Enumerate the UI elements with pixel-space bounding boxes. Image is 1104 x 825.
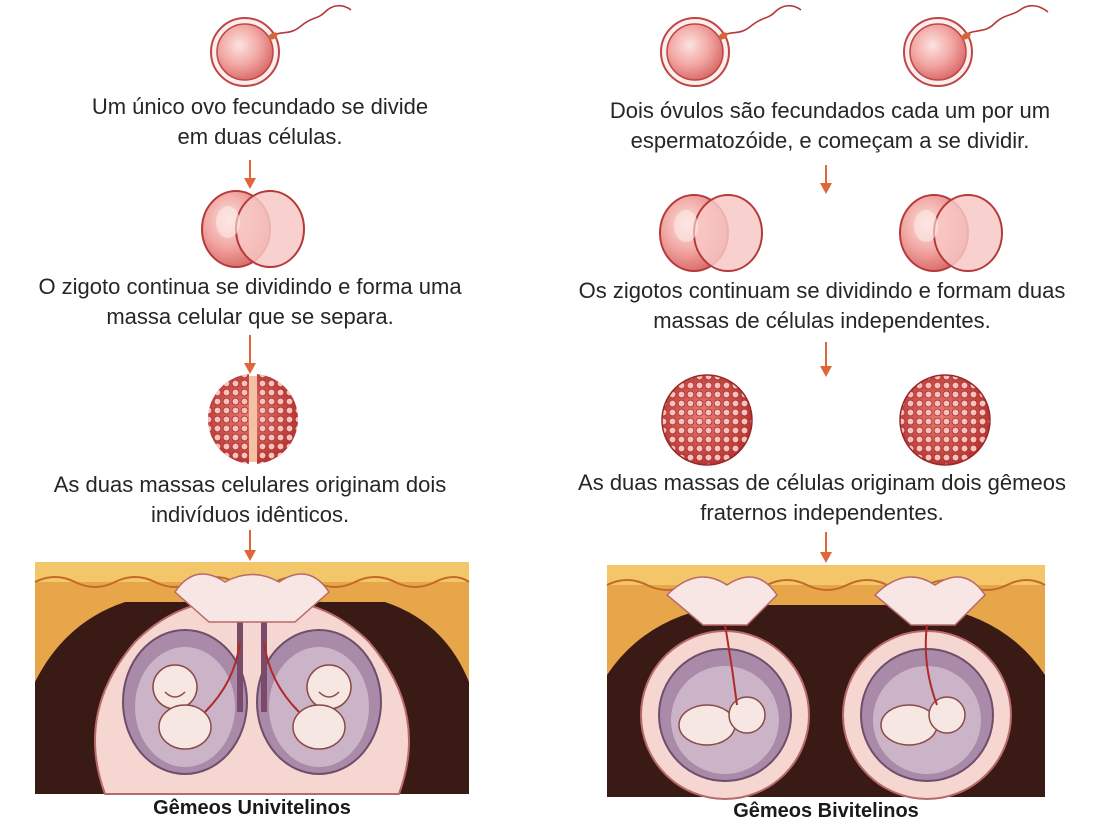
right-step3-caption: As duas massas de células originam dois … bbox=[540, 468, 1104, 528]
right-title: Gêmeos Bivitelinos bbox=[607, 800, 1045, 823]
fraternal-twins-uterus-illustration bbox=[607, 565, 1045, 797]
caption-line: fraternos independentes. bbox=[540, 498, 1104, 528]
down-arrow-icon bbox=[242, 530, 258, 562]
caption-line: As duas massas celulares originam dois bbox=[0, 470, 500, 500]
caption-line: Um único ovo fecundado se divide bbox=[40, 92, 480, 122]
right-step1-caption: Dois óvulos são fecundados cada um por u… bbox=[560, 96, 1100, 156]
two-cell-zygote-icon bbox=[656, 192, 766, 274]
fertilized-egg-icon bbox=[205, 0, 365, 90]
caption-line: massa celular que se separa. bbox=[0, 302, 500, 332]
down-arrow-icon bbox=[242, 335, 258, 375]
fertilized-egg-icon bbox=[655, 0, 815, 90]
left-title: Gêmeos Univitelinos bbox=[35, 797, 469, 820]
split-cell-mass-icon bbox=[204, 370, 302, 468]
cell-mass-icon bbox=[897, 372, 993, 468]
left-step1-caption: Um único ovo fecundado se divide em duas… bbox=[40, 92, 480, 152]
identical-twins-uterus-illustration bbox=[35, 562, 469, 794]
down-arrow-icon bbox=[818, 532, 834, 564]
fertilized-egg-icon bbox=[898, 0, 1058, 90]
caption-line: massas de células independentes. bbox=[540, 306, 1104, 336]
left-step2-caption: O zigoto continua se dividindo e forma u… bbox=[0, 272, 500, 332]
caption-line: em duas células. bbox=[40, 122, 480, 152]
caption-line: indivíduos idênticos. bbox=[0, 500, 500, 530]
right-step2-caption: Os zigotos continuam se dividindo e form… bbox=[540, 276, 1104, 336]
caption-line: Dois óvulos são fecundados cada um por u… bbox=[560, 96, 1100, 126]
caption-line: espermatozóide, e começam a se dividir. bbox=[560, 126, 1100, 156]
caption-line: Os zigotos continuam se dividindo e form… bbox=[540, 276, 1104, 306]
down-arrow-icon bbox=[242, 160, 258, 190]
two-cell-zygote-icon bbox=[896, 192, 1006, 274]
left-step3-caption: As duas massas celulares originam dois i… bbox=[0, 470, 500, 530]
down-arrow-icon bbox=[818, 165, 834, 195]
caption-line: O zigoto continua se dividindo e forma u… bbox=[0, 272, 500, 302]
caption-line: As duas massas de células originam dois … bbox=[540, 468, 1104, 498]
two-cell-zygote-icon bbox=[198, 188, 308, 270]
down-arrow-icon bbox=[818, 342, 834, 378]
cell-mass-icon bbox=[659, 372, 755, 468]
